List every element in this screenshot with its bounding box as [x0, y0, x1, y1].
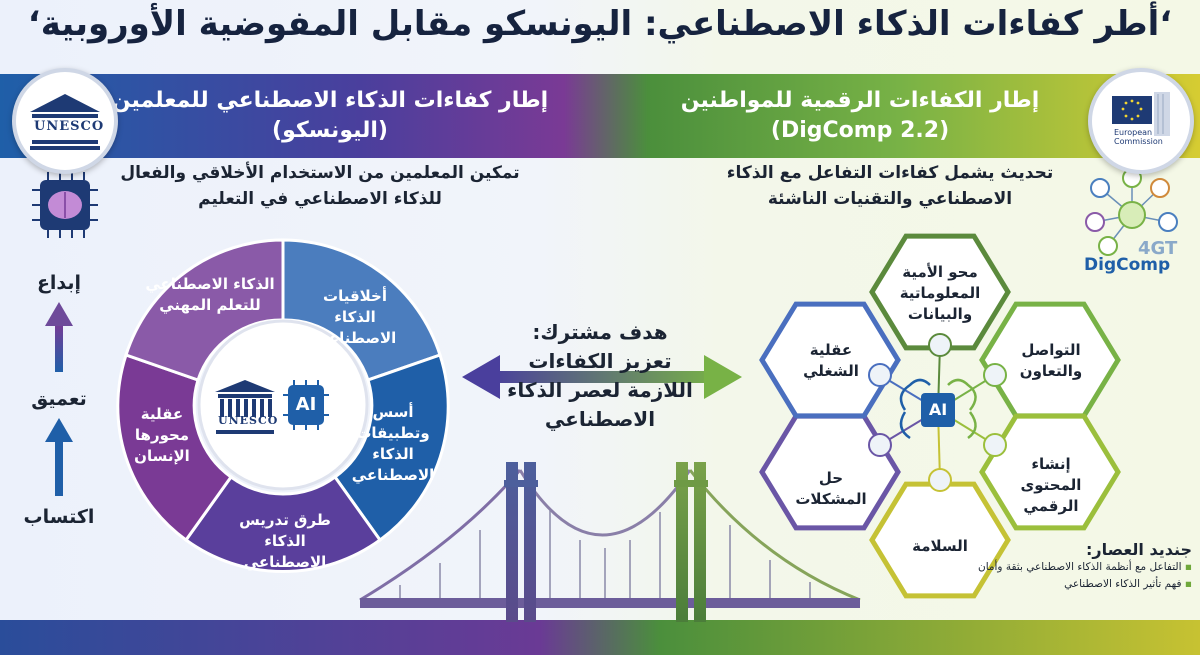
goal-line4: الاصطناعي — [544, 407, 656, 431]
header-band — [0, 74, 1200, 158]
unesco-desc-line1: تمكين المعلمين من الاستخدام الأخلاقي وال… — [120, 163, 520, 183]
eu-flag-icon — [1112, 92, 1170, 136]
wheel-center-unesco-text: UNESCO — [218, 414, 279, 427]
notes-title: جنديد العصار: — [1085, 540, 1192, 559]
note-item: ▪ فهم تأثير الذكاء الاصطناعي — [1064, 578, 1192, 590]
competency-wheel — [116, 238, 450, 574]
hex-label-safety: السلامة — [912, 537, 968, 555]
unesco-header-line2: (اليونسكو) — [272, 118, 388, 143]
digcomp-4gt-mark: 4GT — [1138, 238, 1178, 259]
ai-chip-icon — [283, 380, 329, 430]
people-network-icon — [1085, 168, 1178, 256]
digcomp-header-line2: (DigComp 2.2) — [770, 118, 950, 143]
wheel-segment-mindset — [116, 353, 234, 543]
unesco-logo-icon — [30, 94, 100, 150]
hex-content-creation — [979, 413, 1121, 531]
ai-doc-icon — [928, 333, 952, 357]
note-item: ▪ التفاعل مع أنظمة الذكاء الاصطناعي بثقة… — [977, 561, 1192, 573]
wheel-segment-foundations — [332, 353, 450, 543]
goal-line1: هدف مشترك: — [532, 320, 668, 344]
goal-line3: اللازمة لعصر الذكاء — [507, 378, 693, 402]
wheel-center-ai-text: AI — [295, 394, 317, 415]
ladder-level-create: إبداع — [36, 272, 82, 294]
digcomp-framework-header: إطار الكفاءات الرقمية للمواطنين (DigComp… — [640, 86, 1080, 146]
bridge-illustration — [359, 462, 861, 622]
goal-line2: تعزيز الكفاءات — [528, 349, 672, 373]
eu-commission-logo-badge: European Commission — [1088, 68, 1194, 174]
hex-center-ai-text: AI — [928, 400, 948, 419]
digcomp-header-line1: إطار الكفاءات الرقمية للمواطنين — [680, 88, 1040, 113]
common-goal-text: هدف مشترك: تعزيز الكفاءات اللازمة لعصر ا… — [500, 318, 700, 434]
wheel-segment-professional — [124, 238, 285, 382]
page-title: ‘أطر كفاءات الذكاء الاصطناعي: اليونسكو م… — [27, 4, 1173, 44]
hex-mindset — [759, 301, 901, 419]
unesco-framework-header: إطار كفاءات الذكاء الاصطناعي للمعلمين (ا… — [110, 86, 550, 146]
hex-information-literacy — [869, 233, 1011, 351]
pen-icon — [983, 433, 1007, 457]
competency-hexagons — [759, 233, 1121, 599]
wheel-center — [197, 319, 369, 491]
update-notes: جنديد العصار: ▪ التفاعل مع أنظمة الذكاء … — [972, 540, 1192, 593]
ladder-arrows — [45, 302, 73, 496]
unesco-temple-icon — [215, 380, 275, 434]
digcomp-description: تحديث يشمل كفاءات التفاعل مع الذكاء الاص… — [700, 160, 1080, 212]
puzzle-icon — [868, 433, 892, 457]
digcomp-desc-line1: تحديث يشمل كفاءات التفاعل مع الذكاء — [726, 163, 1054, 183]
ladder-level-acquire: اكتساب — [23, 506, 95, 528]
hex-safety — [869, 481, 1011, 599]
unesco-description: تمكين المعلمين من الاستخدام الأخلاقي وال… — [120, 160, 520, 212]
unesco-header-line1: إطار كفاءات الذكاء الاصطناعي للمعلمين — [111, 88, 549, 113]
digcomp-desc-line2: الاصطناعي والتقنيات الناشئة — [767, 189, 1013, 209]
unesco-logo-text: UNESCO — [34, 119, 105, 134]
unesco-desc-line2: للذكاء الاصطناعي في التعليم — [198, 189, 442, 209]
chip-icon — [868, 363, 892, 387]
goal-double-arrow — [462, 355, 742, 399]
floor-band — [0, 620, 1200, 655]
digcomp-logo-text: DigComp — [1084, 255, 1171, 275]
eu-commission-text: European Commission — [1114, 128, 1163, 146]
lock-icon — [928, 468, 952, 492]
wheel-segment-ethics — [281, 238, 442, 382]
wheel-segment-pedagogy — [183, 474, 383, 574]
brain-chip-icon — [32, 172, 98, 238]
chat-ai-icon — [983, 363, 1007, 387]
ai-brain-circuit-icon — [899, 378, 977, 440]
unesco-logo-badge: UNESCO — [12, 68, 118, 174]
ladder-level-deepen: تعميق — [31, 388, 87, 410]
